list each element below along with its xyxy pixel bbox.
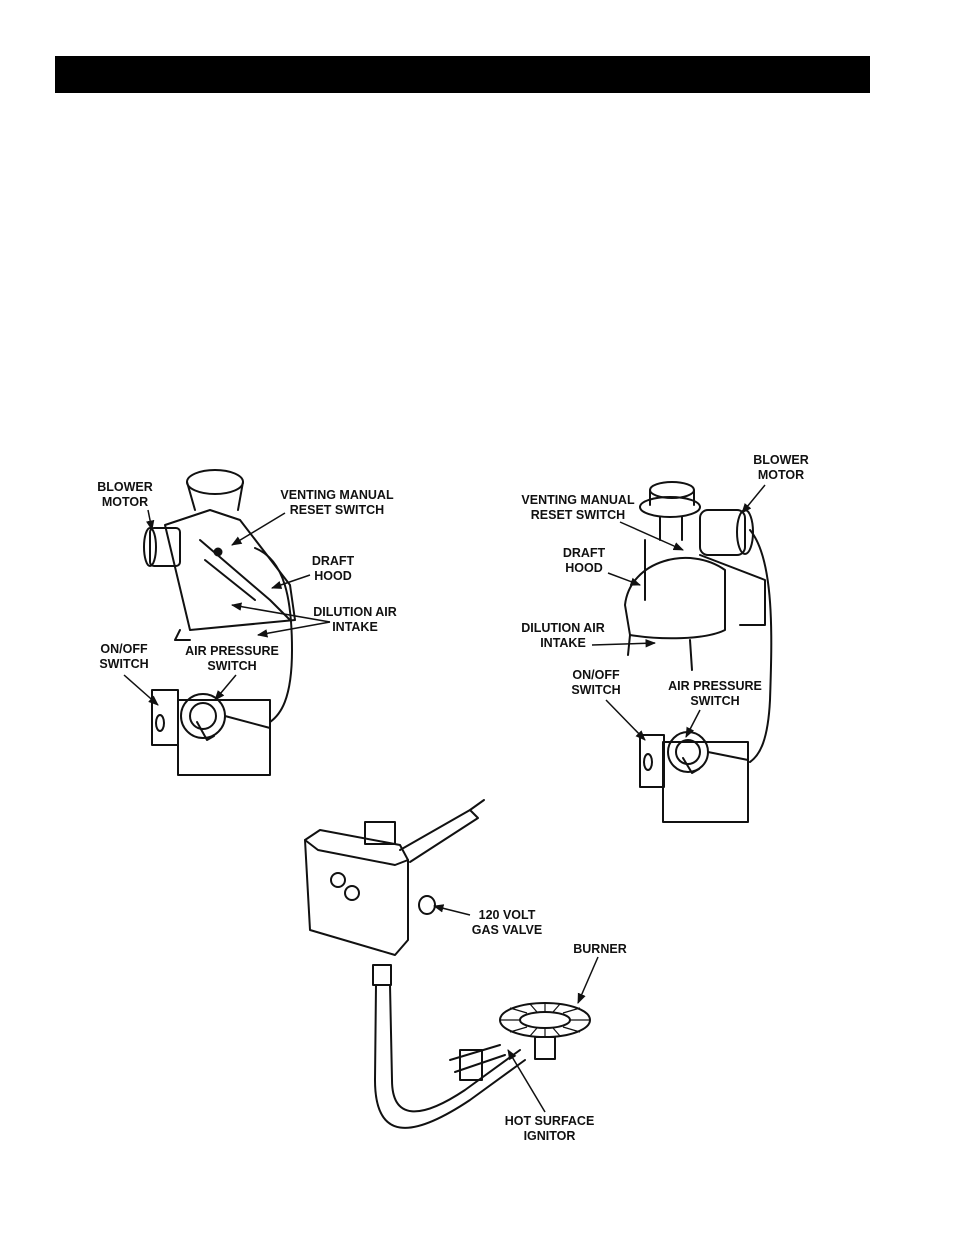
left-power-vent-assembly bbox=[143, 469, 296, 776]
leader-arrows bbox=[123, 484, 766, 1113]
burner-ports bbox=[500, 1003, 590, 1037]
right-power-vent-assembly bbox=[624, 481, 773, 823]
burner-label: BURNER bbox=[573, 942, 627, 956]
gas-valve-burner-assembly bbox=[304, 799, 591, 1129]
section-header-bar bbox=[55, 56, 870, 93]
